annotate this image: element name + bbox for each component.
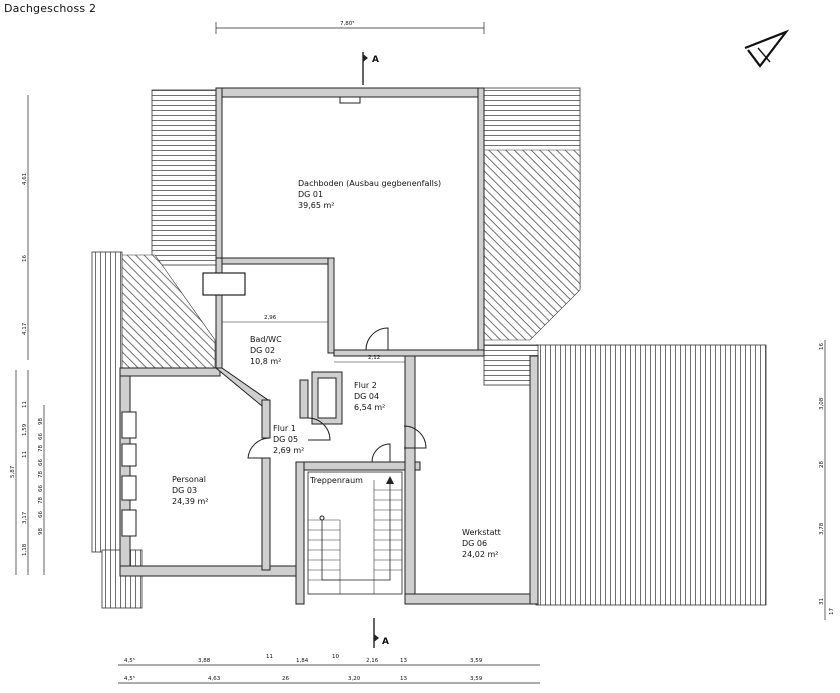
svg-text:98: 98 (38, 418, 44, 425)
svg-text:78: 78 (38, 445, 44, 452)
room-dg04-label: Flur 2 DG 04 6,54 m² (354, 381, 385, 412)
svg-text:3,59: 3,59 (470, 676, 483, 682)
room-dg03-label: Personal DG 03 24,39 m² (172, 475, 208, 506)
inner-dimension-bad: 2,96 (222, 315, 328, 323)
skylight (202, 272, 246, 296)
svg-text:6,54 m²: 6,54 m² (354, 403, 385, 412)
svg-text:78: 78 (38, 471, 44, 478)
svg-text:31: 31 (819, 598, 825, 605)
stair-label: Treppenraum (309, 476, 363, 485)
svg-text:10,8 m²: 10,8 m² (250, 357, 281, 366)
svg-text:DG 06: DG 06 (462, 539, 487, 548)
svg-text:Werkstatt: Werkstatt (462, 528, 501, 537)
svg-text:66: 66 (38, 433, 44, 440)
svg-text:DG 02: DG 02 (250, 346, 275, 355)
svg-text:78: 78 (38, 497, 44, 504)
svg-text:DG 04: DG 04 (354, 392, 379, 401)
svg-text:24,39 m²: 24,39 m² (172, 497, 208, 506)
vent (339, 96, 361, 104)
svg-text:39,65 m²: 39,65 m² (298, 201, 334, 210)
svg-text:26: 26 (282, 676, 289, 682)
inner-dimension-flur: 2,12 (334, 355, 405, 363)
svg-text:3,59: 3,59 (470, 658, 483, 664)
svg-text:2,16: 2,16 (366, 658, 379, 664)
sheet-title: Dachgeschoss 2 (4, 2, 97, 15)
svg-text:1,59: 1,59 (22, 423, 28, 436)
svg-text:4,61: 4,61 (22, 173, 28, 185)
bottom-dimensions-row1: 4,5⁵ 3,88 11 1,84 10 2,16 13 3,59 (118, 654, 540, 666)
svg-text:Personal: Personal (172, 475, 206, 484)
right-dimensions: 16 3,08 28 3,78 31 17 (819, 340, 835, 620)
doors (247, 327, 427, 463)
svg-text:13: 13 (400, 676, 407, 682)
staircase (307, 471, 403, 595)
svg-text:2,96: 2,96 (264, 315, 277, 321)
svg-text:24,02 m²: 24,02 m² (462, 550, 498, 559)
svg-text:Flur 1: Flur 1 (273, 424, 296, 433)
svg-text:4,63: 4,63 (208, 676, 221, 682)
svg-text:3,88: 3,88 (198, 658, 211, 664)
svg-text:2,69 m²: 2,69 m² (273, 446, 304, 455)
svg-text:4,5⁵: 4,5⁵ (124, 657, 135, 664)
svg-text:3,17: 3,17 (22, 511, 28, 524)
room-dg02-label: Bad/WC DG 02 10,8 m² (250, 335, 282, 366)
svg-text:1,18: 1,18 (22, 543, 28, 556)
svg-text:66: 66 (38, 485, 44, 492)
svg-text:DG 03: DG 03 (172, 486, 197, 495)
svg-text:3,08: 3,08 (819, 397, 825, 410)
svg-text:10: 10 (332, 654, 339, 660)
roof-tiles (91, 87, 767, 609)
svg-text:3,78: 3,78 (819, 522, 825, 535)
svg-text:Bad/WC: Bad/WC (250, 335, 282, 344)
room-dg01-label: Dachboden (Ausbau gegbenenfalls) DG 01 3… (298, 179, 441, 210)
svg-text:66: 66 (38, 459, 44, 466)
svg-text:98: 98 (38, 528, 44, 535)
svg-text:16: 16 (819, 343, 825, 350)
svg-text:4,5⁵: 4,5⁵ (124, 675, 135, 682)
left-dimensions: 4,61 16 4,17 5,87 11 1,59 11 3,17 1,18 9… (10, 95, 45, 575)
section-marker-top: A (362, 52, 379, 85)
svg-text:11: 11 (22, 401, 28, 408)
svg-text:5,87: 5,87 (10, 465, 16, 478)
svg-text:28: 28 (819, 461, 825, 468)
north-arrow-icon (744, 29, 790, 68)
section-marker-bottom: A (373, 618, 389, 648)
svg-text:2,12: 2,12 (368, 355, 380, 361)
walls (119, 87, 539, 605)
svg-text:7,80⁵: 7,80⁵ (340, 20, 354, 27)
svg-text:66: 66 (38, 511, 44, 518)
bottom-dimensions-row2: 4,5⁵ 4,63 26 3,20 13 3,59 (118, 675, 540, 684)
svg-text:11: 11 (22, 451, 28, 458)
svg-text:DG 05: DG 05 (273, 435, 298, 444)
svg-text:A: A (372, 55, 379, 65)
left-windows (121, 411, 137, 537)
svg-text:4,17: 4,17 (22, 322, 28, 335)
svg-text:1,84: 1,84 (296, 658, 309, 664)
svg-text:3,20: 3,20 (348, 676, 361, 682)
svg-text:16: 16 (22, 255, 28, 262)
top-dimension: 7,80⁵ (215, 20, 485, 34)
svg-text:Flur 2: Flur 2 (354, 381, 377, 390)
room-dg05-label: Flur 1 DG 05 2,69 m² (273, 424, 304, 455)
svg-text:DG 01: DG 01 (298, 190, 323, 199)
svg-text:A: A (382, 637, 389, 647)
svg-text:11: 11 (266, 654, 273, 660)
room-dg06-label: Werkstatt DG 06 24,02 m² (462, 528, 501, 559)
svg-text:13: 13 (400, 658, 407, 664)
svg-text:17: 17 (829, 608, 835, 615)
svg-text:Dachboden (Ausbau gegbenenfall: Dachboden (Ausbau gegbenenfalls) (298, 179, 441, 188)
